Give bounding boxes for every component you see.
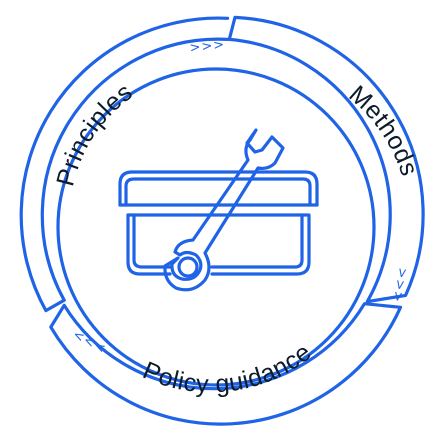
segment-label-policy-guidance: Policy guidance — [139, 338, 317, 399]
ring-segment-policy-guidance — [49, 302, 403, 426]
toolbox-with-wrench-icon — [118, 128, 319, 292]
ring-inner-circle — [56, 67, 376, 387]
ring-segment-principles — [19, 16, 230, 313]
direction-arrows-policy-guidance: <<< — [70, 327, 109, 357]
direction-arrows-methods: >>> — [389, 266, 410, 304]
ring-segment-methods — [227, 15, 425, 304]
direction-arrows-principles: >>> — [189, 37, 226, 56]
